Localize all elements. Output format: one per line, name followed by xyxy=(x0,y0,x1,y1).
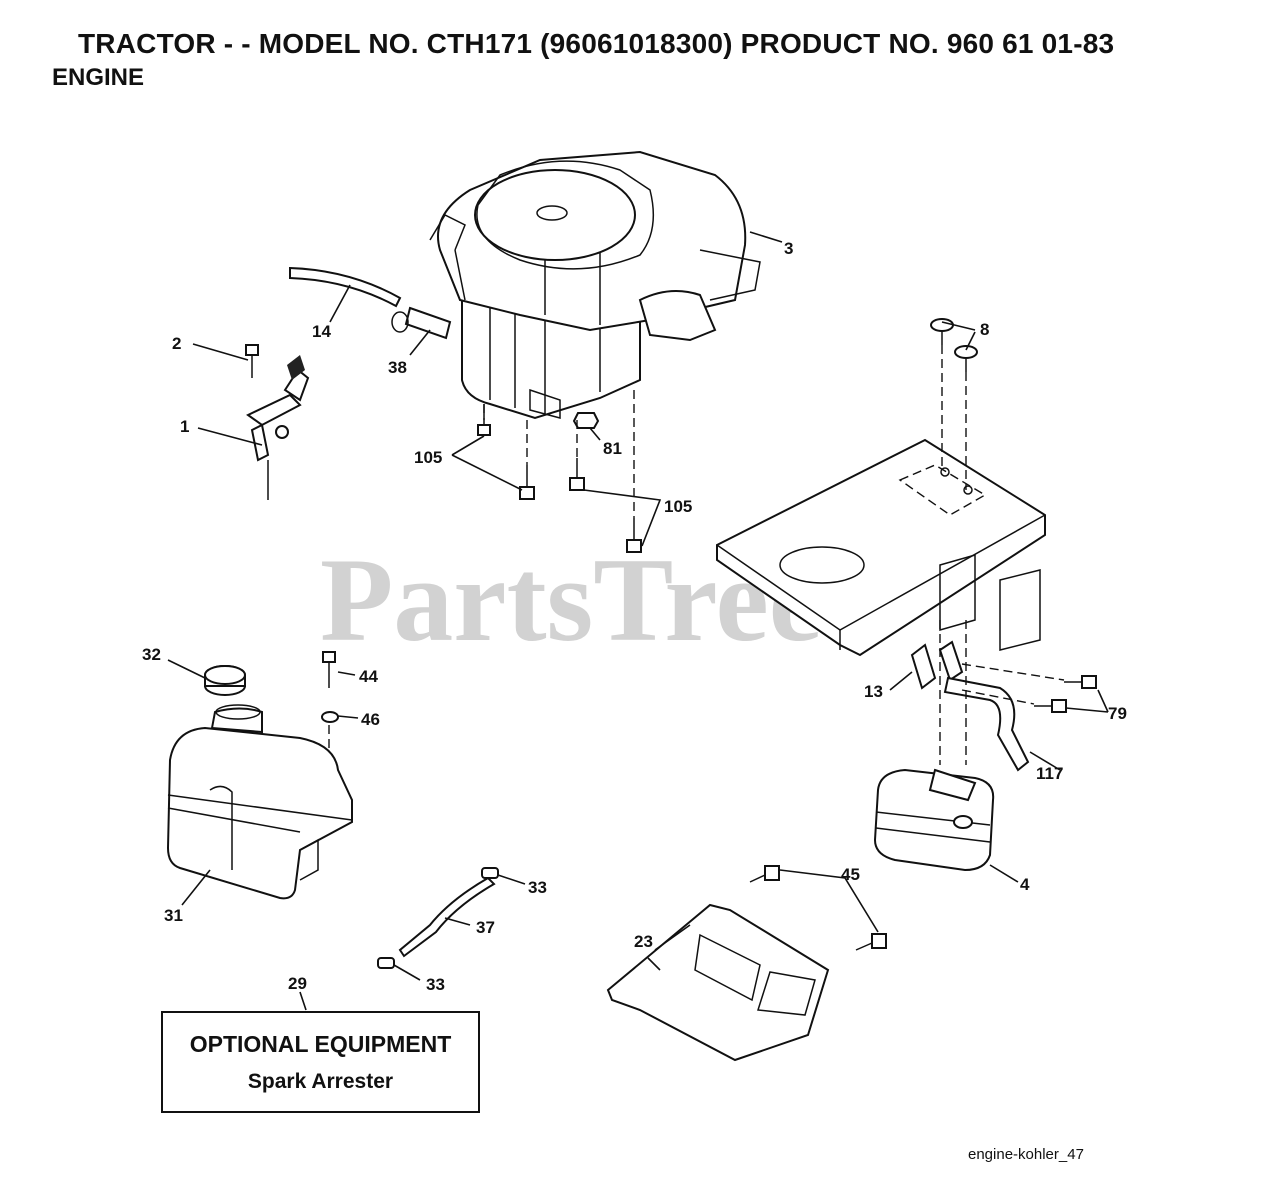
callout-32: 32 xyxy=(142,645,161,664)
heat-shield-part[interactable] xyxy=(606,903,830,1062)
callout-79: 79 xyxy=(1108,704,1127,723)
gasket-part[interactable] xyxy=(910,640,964,690)
washer-part[interactable] xyxy=(321,711,339,723)
fuel-filter-part[interactable] xyxy=(391,306,452,340)
frame-plate-part[interactable] xyxy=(716,438,1046,657)
screw-part[interactable] xyxy=(245,344,259,378)
optional-equipment-title: OPTIONAL EQUIPMENT xyxy=(189,1031,452,1057)
callout-46: 46 xyxy=(361,710,380,729)
callout-44: 44 xyxy=(359,667,378,686)
hose-clamp-part[interactable] xyxy=(377,867,499,969)
callout-14: 14 xyxy=(312,322,331,341)
shield-bolt-part[interactable] xyxy=(749,865,887,951)
callout-81: 81 xyxy=(603,439,622,458)
optional-equipment-box: OPTIONAL EQUIPMENT Spark Arrester xyxy=(161,1011,480,1113)
callout-13: 13 xyxy=(864,682,883,701)
muffler-part[interactable] xyxy=(873,768,995,872)
fuel-tank-part[interactable] xyxy=(166,704,353,900)
section-title: ENGINE xyxy=(52,64,145,91)
diagram-reference: engine-kohler_47 xyxy=(968,1146,1084,1163)
throttle-control-part[interactable] xyxy=(246,355,310,500)
tank-screw-part[interactable] xyxy=(322,651,336,688)
engine-bolt-part[interactable] xyxy=(477,404,642,553)
callout-29: 29 xyxy=(288,974,307,993)
callout-33-bottom: 33 xyxy=(426,975,445,994)
callout-31: 31 xyxy=(164,906,183,925)
callout-23: 23 xyxy=(634,932,653,951)
knob-part[interactable] xyxy=(930,318,978,372)
callout-33-top: 33 xyxy=(528,878,547,897)
callout-8: 8 xyxy=(980,320,989,339)
fuel-hose-part[interactable] xyxy=(398,876,496,958)
callout-4: 4 xyxy=(1020,875,1030,894)
callout-37: 37 xyxy=(476,918,495,937)
callout-38: 38 xyxy=(388,358,407,377)
page-title: TRACTOR - - MODEL NO. CTH171 (9606101830… xyxy=(78,28,1115,59)
callout-2: 2 xyxy=(172,334,181,353)
callout-117: 117 xyxy=(1036,764,1063,783)
exhaust-pipe-part[interactable] xyxy=(943,676,1030,772)
nut-part[interactable] xyxy=(572,412,600,429)
callout-1: 1 xyxy=(180,417,189,436)
callout-105-right: 105 xyxy=(664,497,692,516)
callout-45: 45 xyxy=(841,865,860,884)
engine-part[interactable] xyxy=(429,150,761,420)
callout-3: 3 xyxy=(784,239,793,258)
fuel-line-part[interactable] xyxy=(289,266,402,308)
exhaust-bolt-part[interactable] xyxy=(1034,675,1097,713)
fuel-cap-part[interactable] xyxy=(204,665,246,696)
optional-equipment-item: Spark Arrester xyxy=(247,1070,394,1093)
callout-105-left: 105 xyxy=(414,448,442,467)
